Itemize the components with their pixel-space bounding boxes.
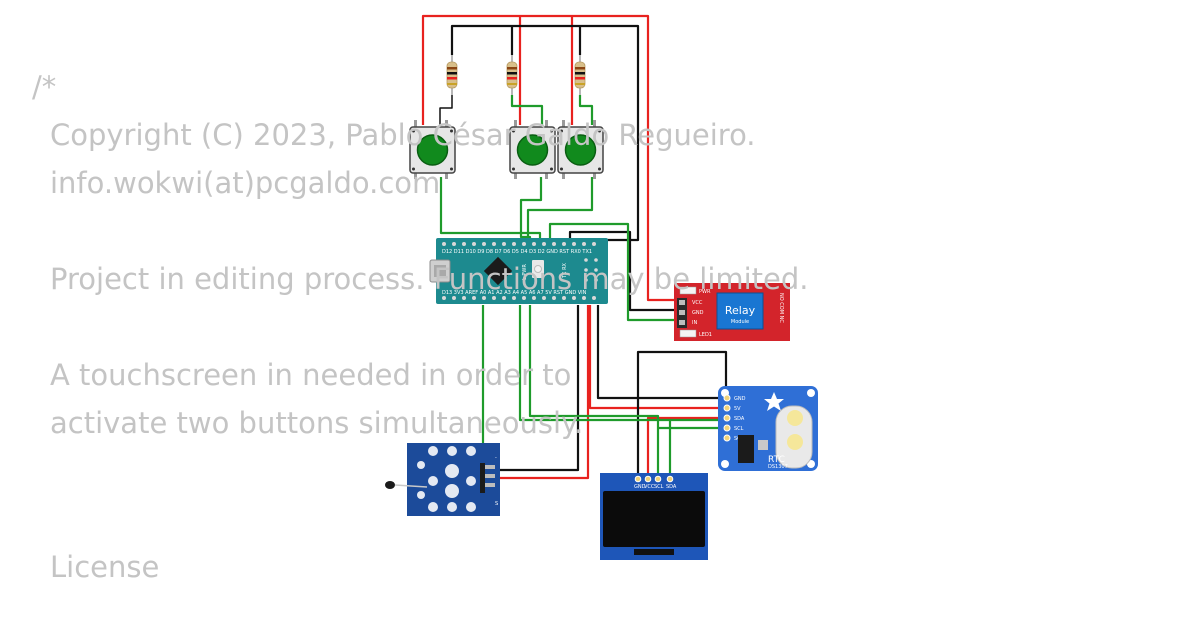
arduino-nano[interactable]: D12 D11 D10 D9 D8 D7 D6 D5 D4 D3 D2 GND … <box>429 238 608 304</box>
resistor-1[interactable] <box>446 55 458 95</box>
rtc-pin-sda: SDA <box>734 416 745 422</box>
rtc-title: RTC <box>768 455 785 465</box>
thermistor-icon <box>385 481 395 489</box>
oled-pin-scl: SCL <box>654 484 664 490</box>
nano-top-pin-labels: D12 D11 D10 D9 D8 D7 D6 D5 D4 D3 D2 GND … <box>442 249 592 255</box>
wire-black-oled-top <box>636 350 728 476</box>
rtc-module[interactable]: GND 5V SDA SCL SQW RTC DS1307 <box>718 386 818 471</box>
icsp-header <box>584 258 598 282</box>
oled-pin-gnd: GND <box>634 484 646 490</box>
wire-green-sda <box>518 305 672 476</box>
rtc-model: DS1307 <box>768 464 788 470</box>
nano-top-header <box>442 242 596 246</box>
oled-pin-sda: SDA <box>666 484 677 490</box>
push-button-3[interactable] <box>557 120 604 179</box>
wire-res1-btn1 <box>439 95 453 125</box>
battery-icon <box>787 410 803 426</box>
wire-green-scl <box>528 305 660 476</box>
wire-black-rtc-gnd <box>596 305 726 400</box>
wire-red-rtc-vcc <box>588 305 726 410</box>
star-logo-icon <box>764 392 784 411</box>
nano-led-label: L PWR <box>522 264 528 280</box>
oled-display[interactable]: GND VCC SCL SDA <box>600 473 708 560</box>
relay-subtitle: Module <box>731 319 749 325</box>
relay-led-label: LED1 <box>699 332 712 338</box>
wire-black-relay-gnd <box>568 230 690 312</box>
relay-pin-in: IN <box>692 320 697 326</box>
nano-bottom-pin-labels: D13 3V3 AREF A0 A1 A2 A3 A4 A5 A6 A7 5V … <box>442 290 587 296</box>
relay-pin-gnd: GND <box>692 310 704 316</box>
wires <box>421 14 728 480</box>
wire-res2-btn2 <box>510 95 544 125</box>
push-button-1[interactable] <box>409 120 456 179</box>
wire-green-btn2 <box>519 177 543 247</box>
wire-red-ntc <box>496 305 590 480</box>
wire-red-btn1-top <box>421 14 690 302</box>
relay-pin-vcc: VCC <box>692 300 703 306</box>
resistor-3[interactable] <box>574 55 586 95</box>
ntc-signal-label: S <box>495 501 498 507</box>
wire-red-oled-vcc <box>646 416 726 476</box>
oled-pin-vcc: VCC <box>644 484 655 490</box>
oled-screen <box>603 491 705 547</box>
nano-bottom-header <box>442 296 596 300</box>
ntc-temperature-sensor[interactable]: - S <box>385 443 500 516</box>
rtc-chip <box>738 435 754 463</box>
relay-pwr-label: PWR <box>699 289 711 295</box>
wire-res3-btn3 <box>578 95 594 125</box>
rtc-pin-holes <box>723 394 731 442</box>
ntc-minus-label: - <box>495 455 497 461</box>
push-button-2[interactable] <box>509 120 556 179</box>
wire-black-ntc <box>496 305 580 472</box>
relay-side-label: NO COM NC <box>778 293 784 323</box>
relay-box <box>716 292 764 330</box>
wire-green-ntc-signal <box>481 305 496 464</box>
relay-module[interactable]: PWR LED1 VCC GND IN Relay Module NO COM … <box>674 283 790 341</box>
relay-title: Relay <box>725 304 756 317</box>
wire-green-relay-in <box>548 222 690 322</box>
wire-green-btn3 <box>526 177 594 247</box>
oled-pin-holes <box>634 475 674 483</box>
rtc-pin-gnd: GND <box>734 396 746 402</box>
rtc-pin-5v: 5V <box>734 406 741 412</box>
rtc-pin-scl: SCL <box>734 426 744 432</box>
resistor-2[interactable] <box>506 55 518 95</box>
nano-txrx-label: TX RX <box>562 262 568 279</box>
